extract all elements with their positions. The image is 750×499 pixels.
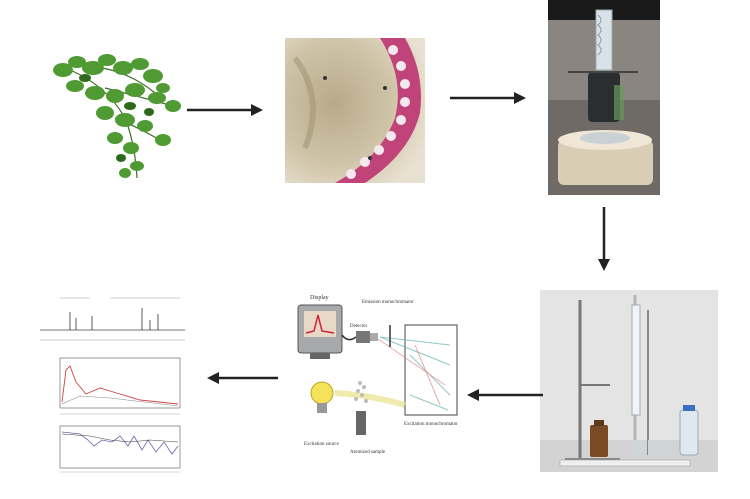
emission-mono-label: Emission monochromator xyxy=(362,300,414,305)
plant-image xyxy=(45,48,190,183)
spectra-image xyxy=(30,290,190,480)
excitation-mono-label: Excitation monochromator xyxy=(404,422,458,427)
arrow-left-icon xyxy=(465,387,545,403)
excitation-source-label: Excitation source xyxy=(304,442,340,447)
extraction-apparatus-image xyxy=(548,0,660,195)
micrograph-image xyxy=(285,38,425,183)
display-label: Display xyxy=(310,295,329,301)
arrow-left-icon xyxy=(205,370,280,386)
column-chromatography-image xyxy=(540,290,718,472)
arrow-down-icon xyxy=(596,205,612,273)
arrow-right-icon xyxy=(448,90,528,106)
atomized-sample-label: Atomized sample xyxy=(350,450,386,455)
spectrometer-diagram: Display Detector Emission monochromator … xyxy=(290,285,470,475)
detector-label: Detector xyxy=(350,324,368,329)
arrow-right-icon xyxy=(185,102,265,118)
